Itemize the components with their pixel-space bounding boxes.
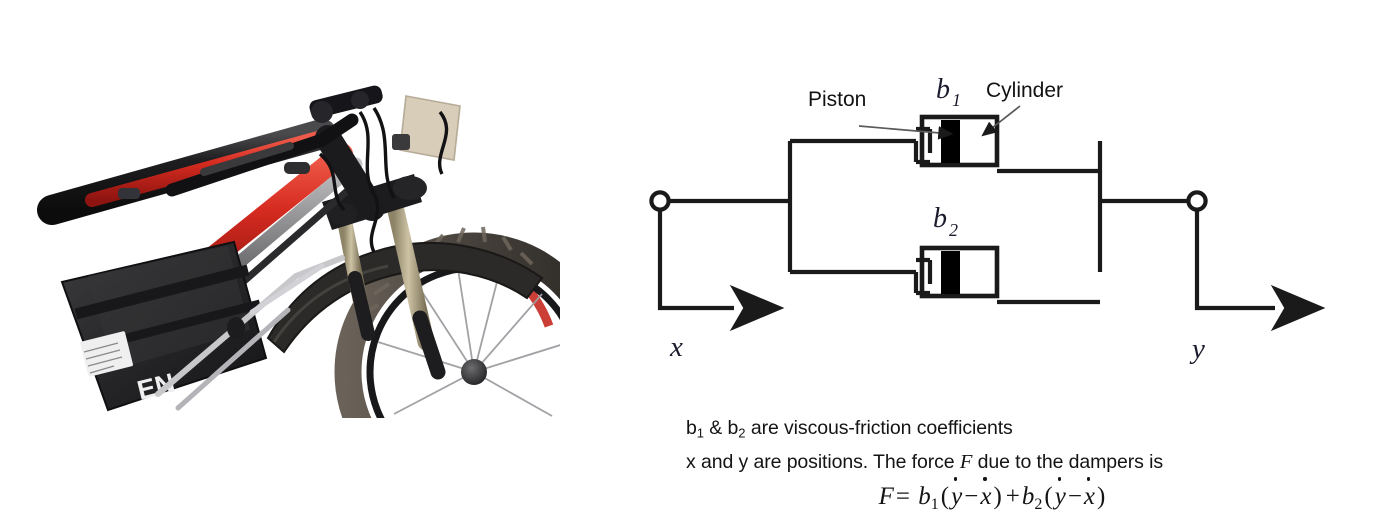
- equation-close-paren-1: ): [993, 482, 1002, 510]
- damper-2-symbol: b: [933, 203, 947, 234]
- stem-cap: [351, 91, 369, 109]
- fork-crown-cap: [393, 176, 427, 200]
- damper-schematic-svg: Piston Cylinder b 1 b 2 x y: [649, 74, 1326, 365]
- caption-b2: b: [727, 417, 739, 439]
- equation-b1-sub: 1: [930, 495, 939, 513]
- equation-ydot-1: y: [951, 477, 963, 510]
- bicycle-illustration: EN: [22, 42, 560, 418]
- fork-lower-right: [412, 310, 446, 380]
- force-equation: F= b1(y−x)+b2(y−x): [630, 477, 1330, 514]
- piston-plate-upper: [941, 120, 960, 163]
- piston-label: Piston: [808, 88, 866, 111]
- caption-block: b1 & b2 are viscous-friction coefficient…: [630, 414, 1330, 513]
- control-cables: [318, 107, 449, 253]
- caption-ampersand: &: [703, 417, 728, 439]
- piston-rod-lower: [913, 257, 933, 296]
- stem-bolt: [311, 101, 333, 123]
- frame-accessory-rods: [155, 255, 345, 411]
- damper-schematic: Piston Cylinder b 1 b 2 x y: [630, 50, 1330, 390]
- input-terminal-node[interactable]: [649, 190, 671, 212]
- equation-xdot-1: x: [980, 477, 992, 510]
- caption-force-symbol: F: [959, 450, 973, 473]
- damper-1-subscript: 1: [952, 90, 961, 110]
- front-wheel: [334, 226, 560, 418]
- equation-b1: b: [918, 482, 931, 510]
- bicycle-photograph: EN: [22, 42, 560, 418]
- output-position-label: y: [1189, 333, 1205, 365]
- equation-b2: b: [1021, 482, 1035, 510]
- caption-b1: b: [686, 417, 697, 439]
- damper-2-label: b 2: [933, 203, 958, 240]
- accessory-rod-2: [175, 307, 291, 411]
- head-tube: [315, 125, 385, 221]
- equation-plus: +: [1005, 482, 1020, 510]
- equation-equals: =: [895, 482, 911, 510]
- caption-positions-text-2: due to the dampers is: [972, 450, 1164, 473]
- shifter: [284, 162, 310, 174]
- caption-line-positions: x and y are positions. The force F due t…: [686, 448, 1330, 477]
- frame-bag: EN: [60, 240, 268, 412]
- wheel-hub: [461, 359, 487, 385]
- piston-rod-upper: [913, 126, 933, 165]
- piston-plate-lower: [941, 251, 960, 294]
- handlebar-accessory-box: [399, 95, 461, 161]
- damper-2-subscript: 2: [949, 220, 958, 240]
- caption-line-coefficients: b1 & b2 are viscous-friction coefficient…: [686, 414, 1330, 448]
- output-terminal-node[interactable]: [1186, 190, 1208, 212]
- accessory-end-cap: [227, 317, 245, 339]
- equation-open-paren-1: (: [940, 482, 950, 510]
- handlebar: [165, 113, 359, 197]
- caption-coefficients-text: are viscous-friction coefficients: [745, 417, 1013, 439]
- x-displacement-arrow: [657, 201, 785, 332]
- accessory-mount: [392, 134, 410, 150]
- equation-close-paren-2: ): [1097, 482, 1106, 510]
- brake-lever: [200, 142, 294, 176]
- cylinder-annotation: Cylinder: [981, 79, 1063, 137]
- input-position-label: x: [669, 331, 683, 363]
- bar-clamp: [118, 188, 140, 199]
- piston-leader-line: [858, 125, 954, 140]
- equation-ydot-2: y: [1054, 477, 1066, 510]
- damper-1-symbol: b: [936, 74, 950, 105]
- damper-lower[interactable]: [913, 245, 1000, 299]
- equation-lhs: F: [878, 482, 894, 510]
- bag-label-lines: [83, 342, 123, 374]
- caption-b1-sub: 1: [696, 425, 704, 441]
- handlebar-assembly: [118, 85, 461, 253]
- fork-lower-left: [348, 271, 375, 341]
- schematic-wires: [657, 138, 1326, 332]
- bag-strap-upper: [74, 264, 250, 320]
- cylinder-leader-line: [981, 105, 1021, 137]
- damper-upper[interactable]: [913, 114, 1000, 168]
- piston-annotation: Piston: [808, 88, 954, 140]
- caption-positions-text-1: x and y are positions. The force: [686, 450, 960, 473]
- fork-crown-cap-left: [327, 203, 357, 225]
- equation-xdot-2: x: [1083, 477, 1096, 510]
- equation-open-paren-2: (: [1044, 482, 1053, 510]
- front-tyre: [334, 232, 560, 418]
- y-displacement-arrow: [1194, 201, 1326, 332]
- caption-b2-sub: 2: [738, 425, 746, 441]
- damper-1-label: b 1: [936, 74, 961, 110]
- equation-b2-sub: 2: [1034, 495, 1043, 513]
- equation-minus-1: −: [964, 482, 979, 510]
- cylinder-label: Cylinder: [986, 79, 1063, 102]
- equation-minus-2: −: [1067, 482, 1082, 510]
- accessory-rod-1: [155, 255, 345, 397]
- accessory-rod-3: [249, 263, 325, 315]
